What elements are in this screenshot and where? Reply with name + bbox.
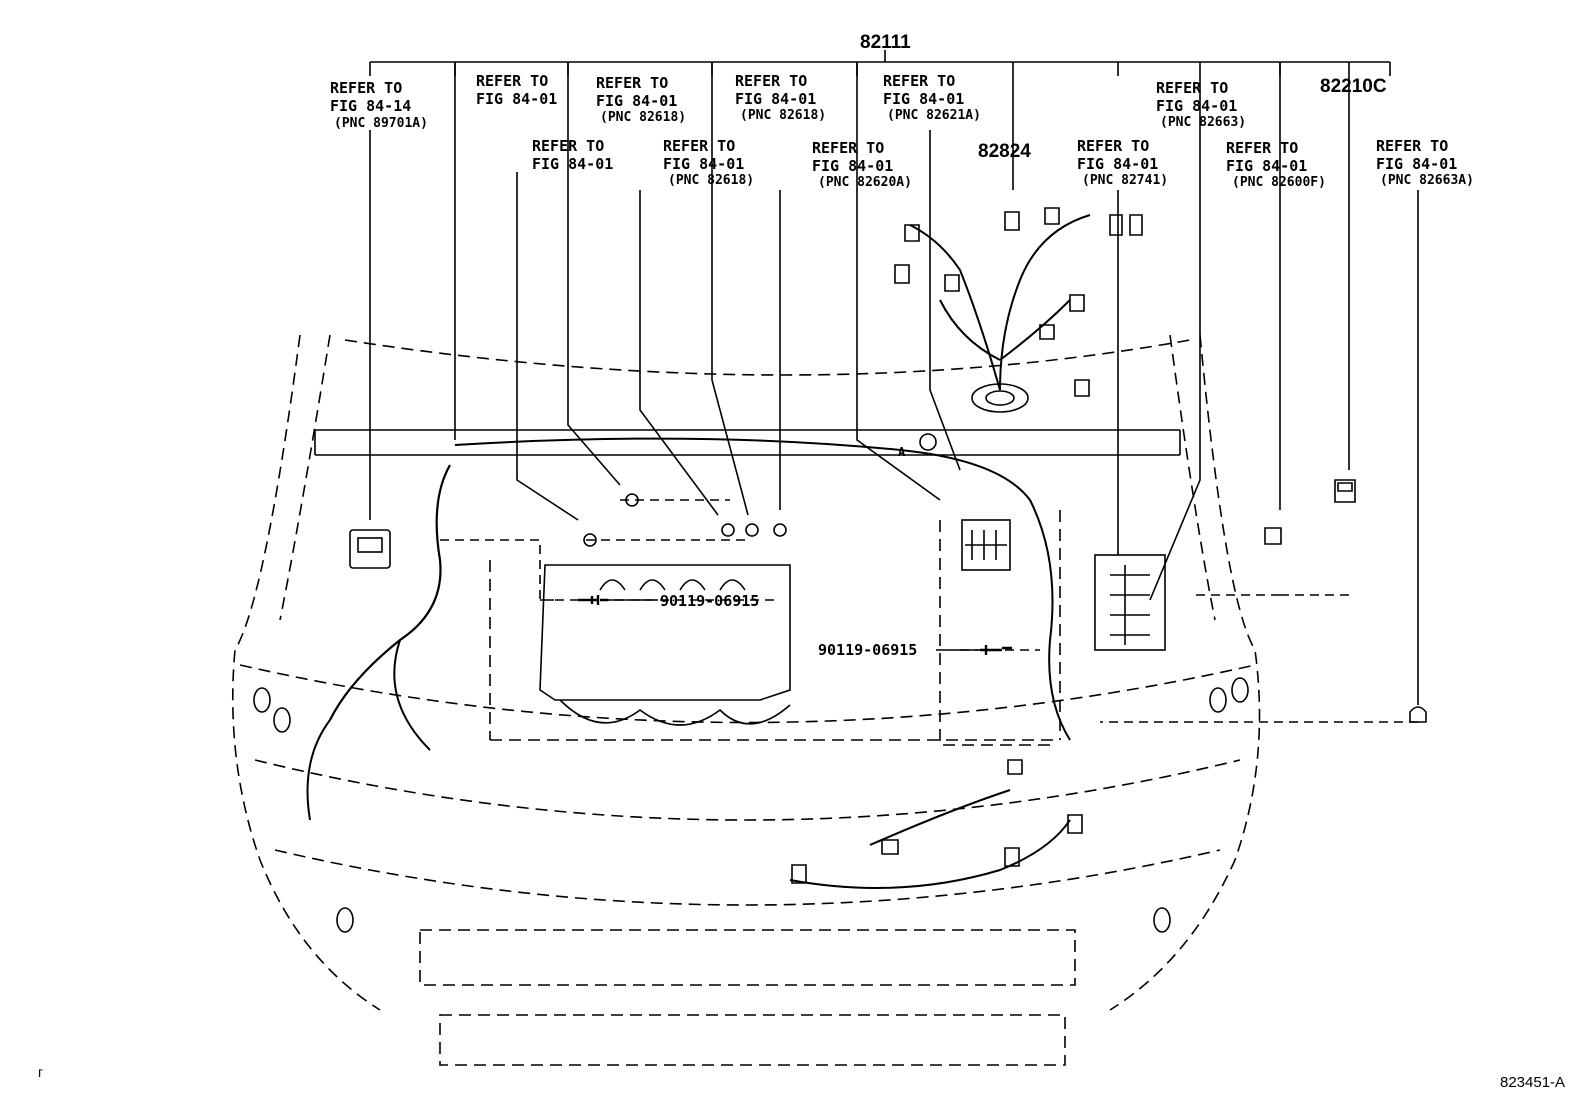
- body-left: [232, 334, 381, 1011]
- callout-2-pnc: (PNC 82618): [600, 110, 686, 125]
- callout-9-line1: REFER TO: [1156, 79, 1228, 97]
- callout-3-line2: FIG 84-01: [735, 90, 816, 108]
- callout-6-line1: REFER TO: [663, 137, 735, 155]
- callout-0-line2: FIG 84-14: [330, 97, 411, 115]
- left-connector: [349, 529, 391, 569]
- callout-8: REFER TO FIG 84-01 (PNC 82741): [1077, 137, 1168, 188]
- body-right: [1109, 334, 1261, 1011]
- corner-mark: г: [38, 1064, 43, 1080]
- bumper-mid: [254, 759, 1241, 821]
- callout-7-line1: REFER TO: [812, 139, 884, 157]
- callout-1: REFER TO FIG 84-01: [476, 72, 557, 108]
- engine-area: [489, 510, 1061, 741]
- harness-front: [454, 437, 1071, 741]
- junction-block: [961, 519, 1011, 571]
- main-part-bracket: [370, 50, 1390, 63]
- harness-lower: [789, 789, 1071, 889]
- callout-11-pnc: (PNC 82663A): [1380, 173, 1474, 188]
- battery-area: [939, 520, 1050, 746]
- callout-1-line1: REFER TO: [476, 72, 548, 90]
- callout-7-pnc: (PNC 82620A): [818, 175, 912, 190]
- callout-5: REFER TO FIG 84-01: [532, 137, 613, 173]
- callout-11: REFER TO FIG 84-01 (PNC 82663A): [1376, 137, 1474, 188]
- connector-82663a: [1409, 706, 1427, 723]
- callout-6-line2: FIG 84-01: [663, 155, 744, 173]
- callout-7: REFER TO FIG 84-01 (PNC 82620A): [812, 139, 912, 190]
- harness-connectors: [894, 207, 1143, 397]
- hood-opening: [344, 339, 1191, 376]
- callout-6-pnc: (PNC 82618): [668, 173, 754, 188]
- bumper-top: [239, 664, 1256, 724]
- callout-labels: REFER TO FIG 84-14 (PNC 89701A) REFER TO…: [330, 72, 1474, 190]
- callout-3: REFER TO FIG 84-01 (PNC 82618): [735, 72, 826, 123]
- callout-10-line2: FIG 84-01: [1226, 157, 1307, 175]
- callout-0-line1: REFER TO: [330, 79, 402, 97]
- callout-1-line2: FIG 84-01: [476, 90, 557, 108]
- part-82210c: 82210C: [1320, 76, 1387, 97]
- bolt-2-label: 90119-06915: [818, 641, 917, 659]
- callout-11-line2: FIG 84-01: [1376, 155, 1457, 173]
- engine-cover-ribs: [599, 579, 746, 591]
- radiator-support: [314, 429, 1181, 456]
- callout-2-line2: FIG 84-01: [596, 92, 677, 110]
- grommet: [971, 383, 1029, 413]
- connector-82210c: [1334, 479, 1356, 503]
- callout-5-line2: FIG 84-01: [532, 155, 613, 173]
- callout-11-line1: REFER TO: [1376, 137, 1448, 155]
- leader-dashed: [440, 499, 1418, 723]
- main-part-number: 82111: [860, 32, 911, 53]
- clip: [583, 533, 597, 547]
- callout-8-pnc: (PNC 82741): [1082, 173, 1168, 188]
- bumper-lower: [274, 849, 1221, 906]
- callout-0: REFER TO FIG 84-14 (PNC 89701A): [330, 79, 428, 131]
- callout-0-pnc: (PNC 89701A): [334, 116, 428, 131]
- marker-a: A: [898, 445, 906, 459]
- callout-10: REFER TO FIG 84-01 (PNC 82600F): [1226, 139, 1326, 190]
- callout-3-line1: REFER TO: [735, 72, 807, 90]
- harness-main: [329, 464, 451, 721]
- callout-2-line1: REFER TO: [596, 74, 668, 92]
- callout-8-line2: FIG 84-01: [1077, 155, 1158, 173]
- callout-4-line1: REFER TO: [883, 72, 955, 90]
- bolt-2-shape: [980, 645, 1012, 655]
- diagram-id: 823451-A: [1500, 1074, 1565, 1091]
- relay-block: [1094, 554, 1166, 651]
- harness-left: [306, 639, 431, 821]
- inner-right: [1169, 334, 1216, 621]
- callout-4: REFER TO FIG 84-01 (PNC 82621A): [883, 72, 981, 123]
- callout-4-line2: FIG 84-01: [883, 90, 964, 108]
- intake-runners: [559, 699, 791, 726]
- engine-cover: [539, 564, 791, 701]
- inner-left: [279, 334, 331, 621]
- callout-2: REFER TO FIG 84-01 (PNC 82618): [596, 74, 686, 125]
- callout-7-line2: FIG 84-01: [812, 157, 893, 175]
- grille: [419, 929, 1076, 986]
- callout-10-line1: REFER TO: [1226, 139, 1298, 157]
- callout-9-pnc: (PNC 82663): [1160, 115, 1246, 130]
- callout-9: REFER TO FIG 84-01 (PNC 82663): [1156, 79, 1246, 130]
- callout-3-pnc: (PNC 82618): [740, 108, 826, 123]
- lower-grille: [439, 1014, 1066, 1066]
- callout-4-pnc: (PNC 82621A): [887, 108, 981, 123]
- bolt-1-shape: [578, 595, 608, 605]
- leader-lines: [369, 62, 1419, 705]
- callout-10-pnc: (PNC 82600F): [1232, 175, 1326, 190]
- bolt-1-label: 90119-06915: [660, 592, 759, 610]
- part-82824: 82824: [978, 141, 1031, 162]
- callout-5-line1: REFER TO: [532, 137, 604, 155]
- harness-upper: [909, 214, 1091, 391]
- connector-82600f: [1264, 527, 1282, 545]
- callout-9-line2: FIG 84-01: [1156, 97, 1237, 115]
- callout-8-line1: REFER TO: [1077, 137, 1149, 155]
- callout-6: REFER TO FIG 84-01 (PNC 82618): [663, 137, 754, 188]
